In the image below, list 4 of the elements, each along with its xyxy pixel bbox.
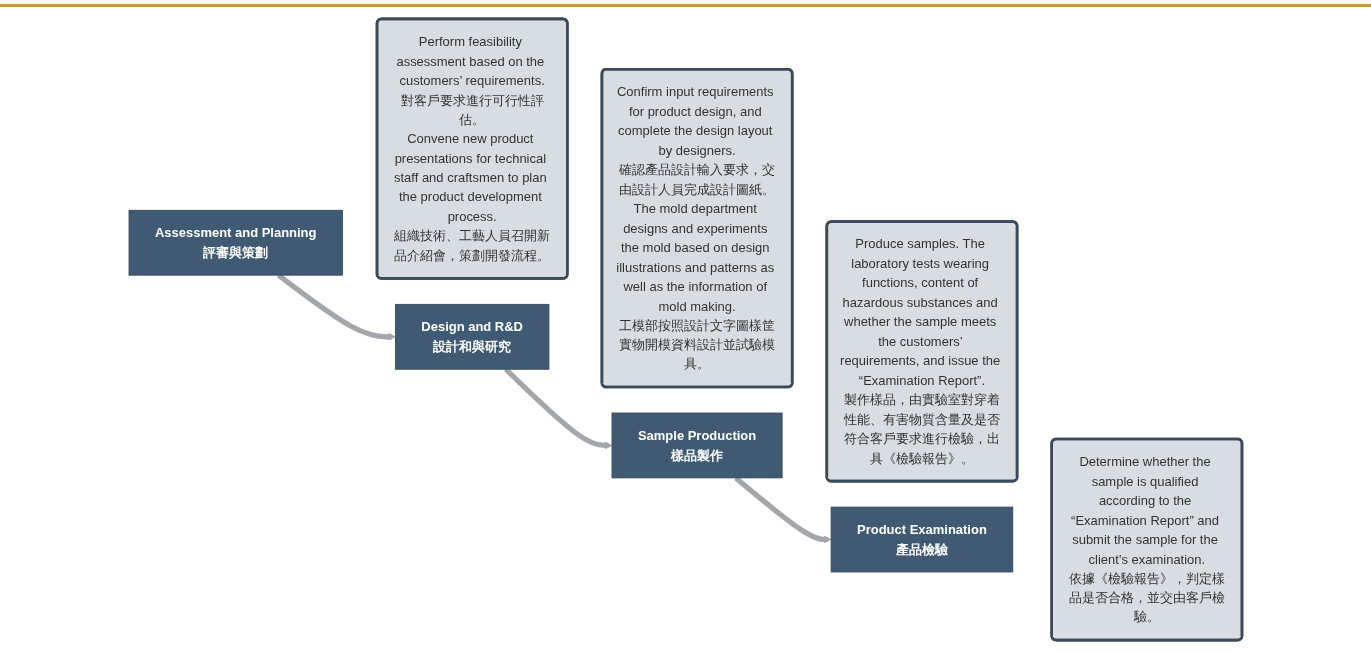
node-box: Assessment and Planning 評審與策劃 [128,209,343,276]
node-box: Product Examination 產品檢驗 [830,506,1014,573]
node-box: Design and R&D 設計和與研究 [394,303,550,370]
node-box: Sample Production 樣品製作 [611,412,783,479]
